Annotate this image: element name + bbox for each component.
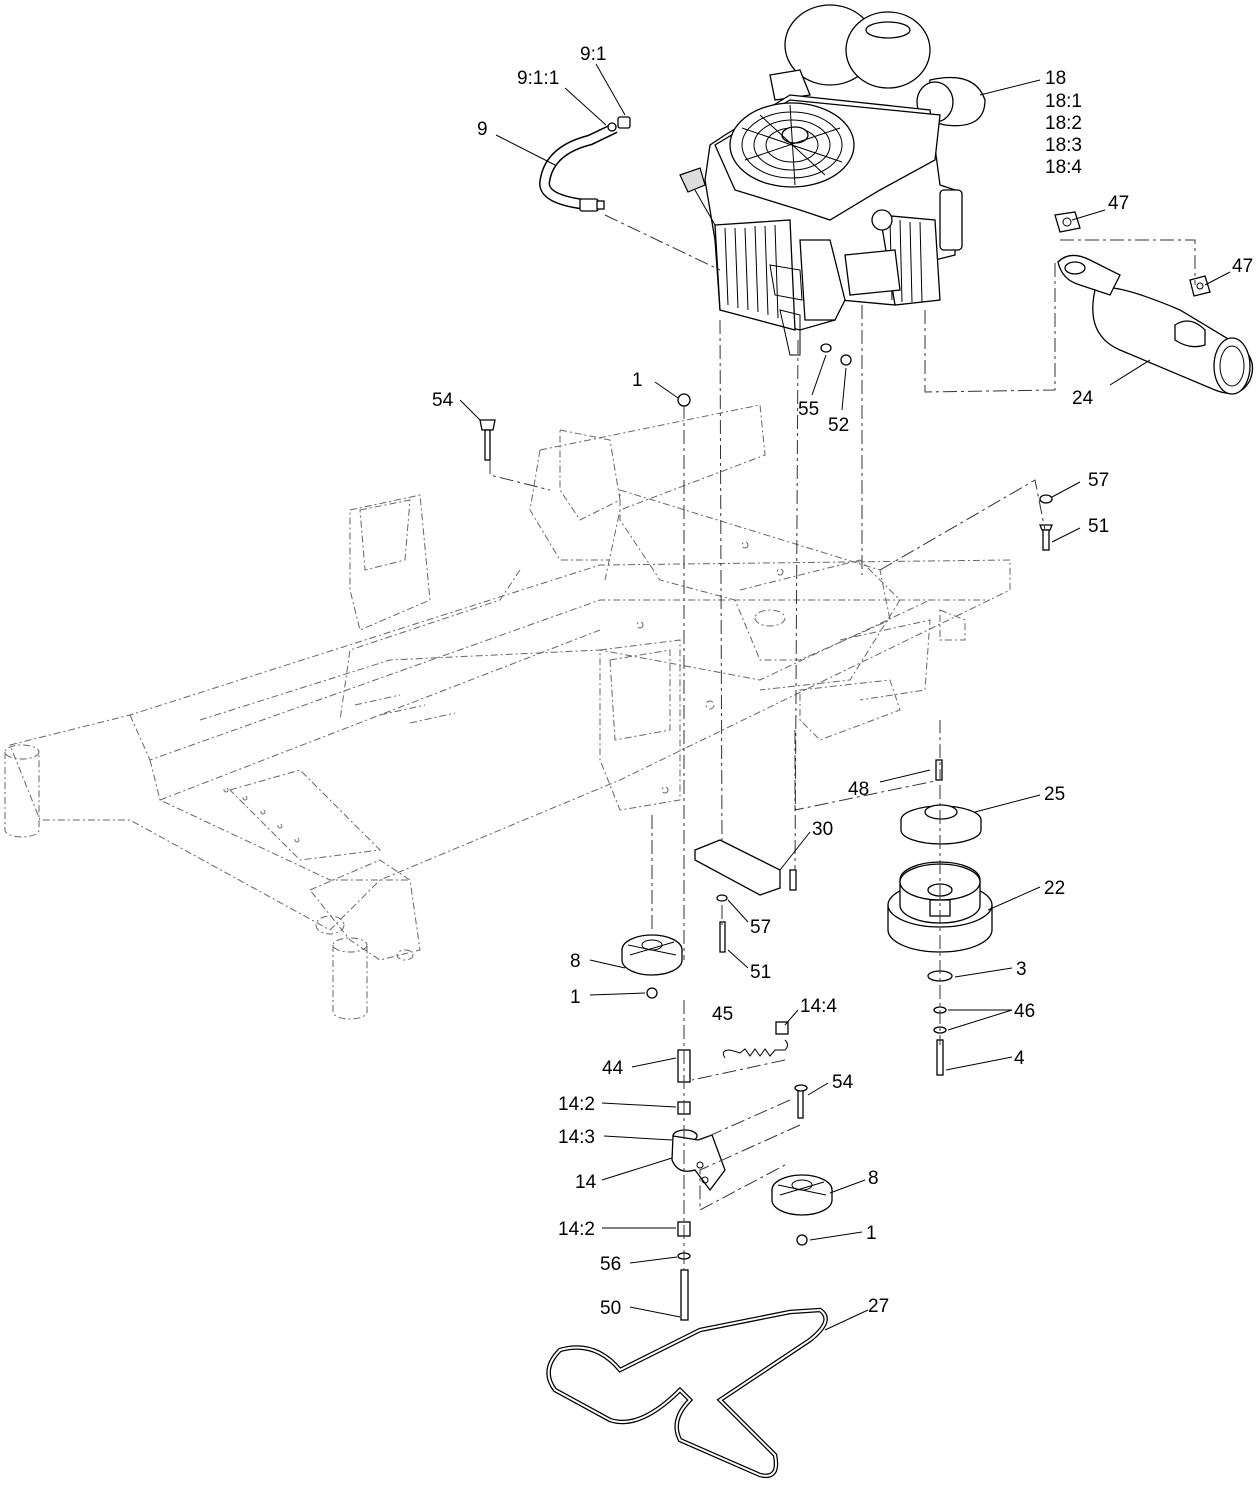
drive-belt-27 [546,1307,828,1479]
callout-54-lower: 54 [832,1072,854,1093]
callout-1-upper-pulley: 1 [570,987,581,1008]
spring-45 [722,1021,789,1059]
callout-55: 55 [798,399,819,420]
callout-8-lower: 8 [868,1168,879,1189]
callout-18-1: 18:1 [1045,91,1082,112]
callout-22: 22 [1044,878,1065,899]
callout-14-4: 14:4 [800,996,837,1017]
callout-14-2-upper: 14:2 [558,1094,595,1115]
callout-1-lower-pulley: 1 [866,1223,877,1244]
callout-14-2-lower: 14:2 [558,1219,595,1240]
callout-9-1: 9:1 [580,44,606,65]
callout-30: 30 [812,819,833,840]
callout-57-bracket: 57 [750,917,771,938]
fuel-hose [539,116,631,212]
callout-9: 9 [477,119,488,140]
muffler [1054,211,1254,395]
callout-8-upper: 8 [570,951,581,972]
callout-56: 56 [600,1254,621,1275]
bracket-30 [694,839,797,953]
idler-arm-14 [671,1049,808,1321]
callout-18: 18 [1045,68,1066,89]
callout-27: 27 [868,1296,889,1317]
callout-45: 45 [712,1004,733,1025]
callout-57-right: 57 [1088,470,1109,491]
callout-9-1-1: 9:1:1 [517,68,559,89]
assembly-centerlines [489,214,1196,1270]
callout-47-gasket-upper: 47 [1108,193,1129,214]
callout-46: 46 [1014,1001,1035,1022]
callout-3: 3 [1016,959,1027,980]
callout-18-3: 18:3 [1045,135,1082,156]
callout-51-right: 51 [1088,516,1109,537]
callout-52: 52 [828,415,849,436]
mower-frame [4,404,1011,1020]
callout-1-nut-top: 1 [632,370,643,391]
callout-labels: 9:1 9:1:1 9 18 18:1 18:2 18:3 18:4 47 47… [432,44,1253,1319]
engine-hardware [479,343,1053,551]
idler-pulley-lower [771,1174,833,1246]
callout-25: 25 [1044,784,1065,805]
idler-pulley-upper [621,934,683,999]
callout-51-bracket: 51 [750,962,771,983]
callout-48: 48 [848,779,869,800]
callout-14-3: 14:3 [558,1127,595,1148]
callout-4: 4 [1014,1048,1025,1069]
callout-47-gasket-lower: 47 [1232,256,1253,277]
pulley-25 [900,759,982,845]
leader-lines [459,63,1231,1331]
callout-44: 44 [602,1058,624,1079]
engine [679,4,986,356]
callout-54-top: 54 [432,390,454,411]
callout-18-2: 18:2 [1045,113,1082,134]
callout-18-4: 18:4 [1045,157,1082,178]
callout-50: 50 [600,1298,621,1319]
callout-14: 14 [575,1172,597,1193]
callout-24: 24 [1072,388,1094,409]
